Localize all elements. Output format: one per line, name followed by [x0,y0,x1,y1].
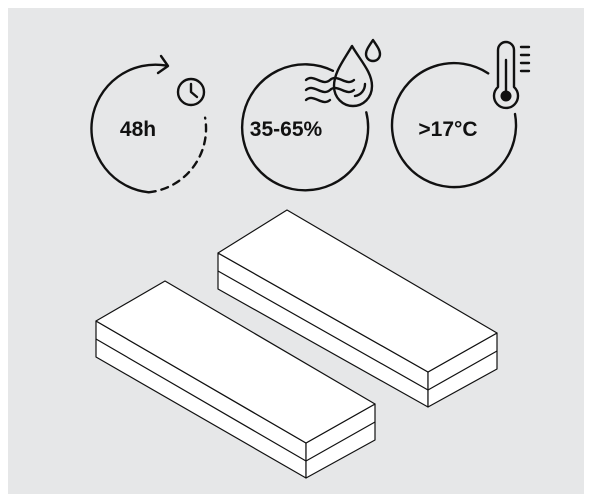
time-condition: 48h [90,54,208,194]
board-stack-front-seam [95,338,376,462]
thermometer-icon [492,40,531,110]
temperature-condition: >17°C [390,40,531,189]
humidity-circle [241,63,370,192]
clock-icon [176,77,206,107]
arrow-head-icon [156,54,170,75]
humidity-condition: 35-65% [241,38,382,192]
time-circle-solid-arc [90,63,168,194]
humidity-drops-icon [304,38,382,108]
humidity-label: 35-65% [250,118,323,141]
board-stack-front-top-face [95,280,376,444]
board-stack-back-top-face [217,209,498,373]
time-label: 48h [120,118,156,141]
temperature-label: >17°C [418,118,477,141]
temperature-circle [390,61,518,189]
time-circle-dashed-arc [147,116,208,194]
board-stack-back [217,209,498,408]
board-stack-front [95,280,376,479]
board-stack-back-seam [217,270,498,391]
